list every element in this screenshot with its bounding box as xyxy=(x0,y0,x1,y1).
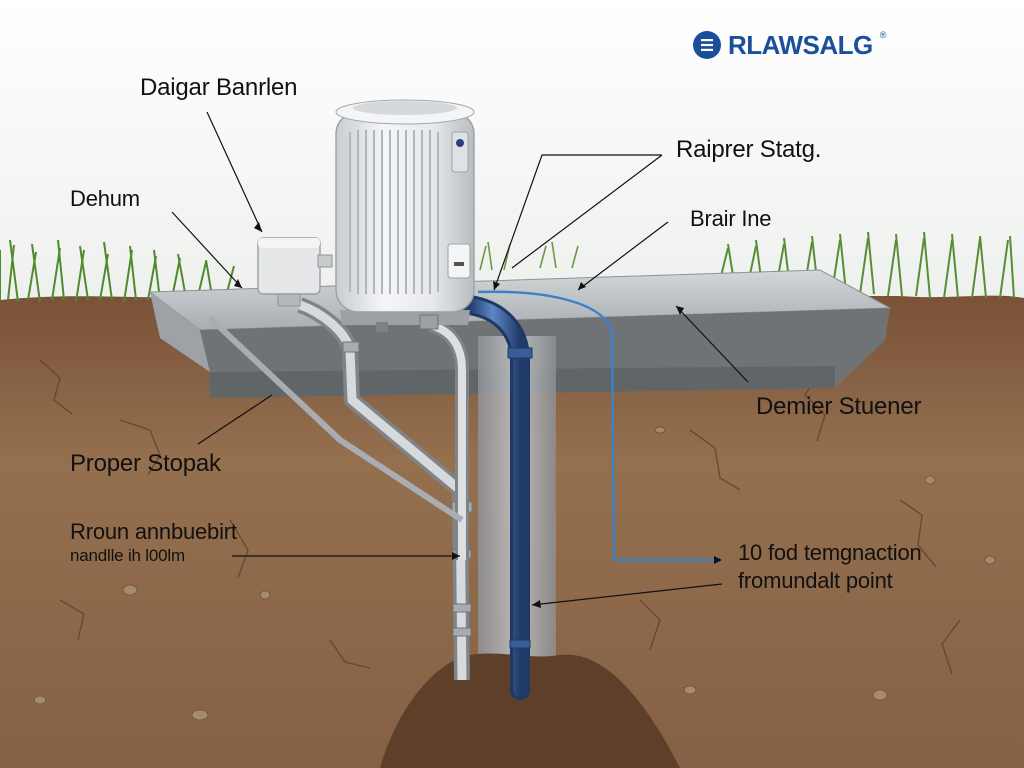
building-logo-icon xyxy=(693,31,721,59)
soil-cracks xyxy=(39,359,961,675)
registered-mark: ® xyxy=(879,30,887,40)
brand-name: RLAWSALG xyxy=(728,29,873,60)
soil-pebbles xyxy=(33,426,996,721)
label-daigar-banrlen: Daigar Banrlen xyxy=(140,74,298,101)
label-temp-line2: fromundalt point xyxy=(738,568,893,593)
control-knob-icon xyxy=(456,139,464,147)
junction-box xyxy=(257,237,333,307)
blue-drain-pipe xyxy=(460,295,533,700)
leader-lines xyxy=(171,111,749,606)
label-raiprer-statg: Raiprer Statg. xyxy=(676,136,822,163)
dirt-pile xyxy=(380,653,680,768)
grass-left xyxy=(0,239,235,303)
brand-logo: RLAWSALG ® xyxy=(693,28,886,62)
label-rroun-line1: Rroun annbuebirt xyxy=(70,519,237,544)
label-rroun-line2: nandlle ih l00lm xyxy=(70,546,185,565)
concrete-slab-front xyxy=(150,292,210,372)
sky-background xyxy=(0,0,1024,300)
leader-arrowheads xyxy=(234,222,722,608)
label-temp-line1: 10 fod temgnaction xyxy=(738,540,922,565)
dehumidifier-unit xyxy=(335,99,475,332)
label-demier-stuener: Demier Stuener xyxy=(756,393,922,420)
diagonal-conduit xyxy=(207,315,464,523)
label-dehum: Dehum xyxy=(70,186,140,211)
grass-middle xyxy=(479,241,579,271)
label-brair-ine: Brair Ine xyxy=(690,206,772,231)
label-proper-stopak: Proper Stopak xyxy=(70,450,221,477)
sensor-wire xyxy=(477,290,722,562)
